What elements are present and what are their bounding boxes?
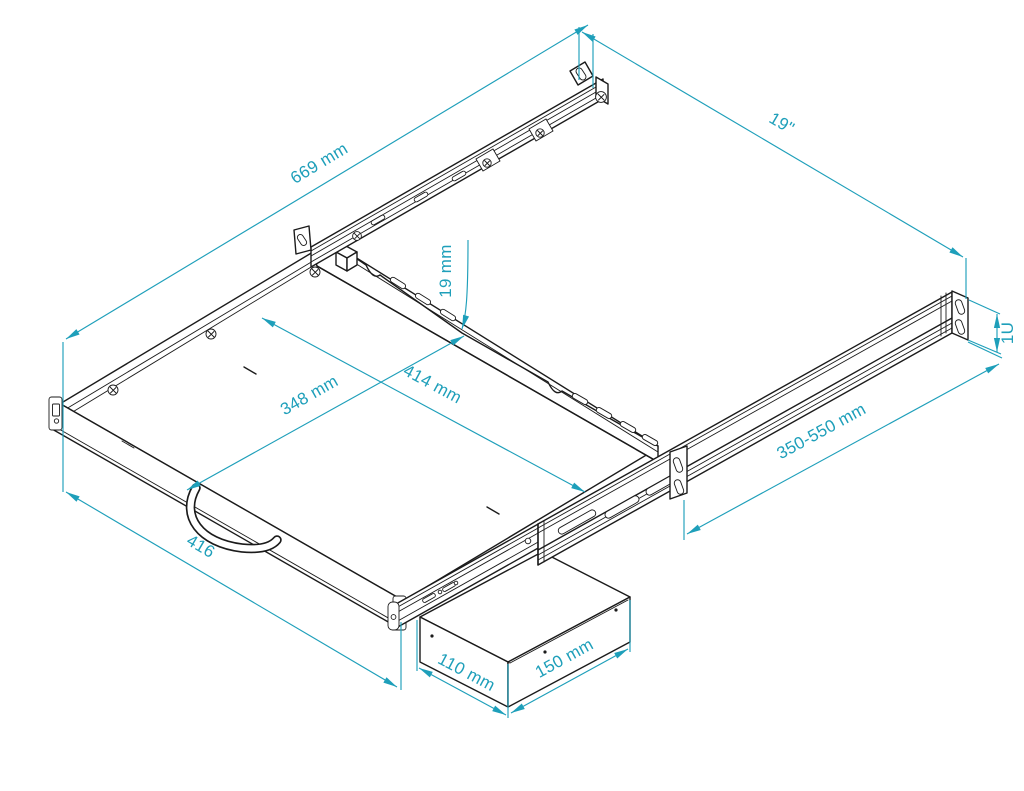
rack-ear-bracket-rear: [951, 290, 969, 341]
front-rail-left-cap: [48, 396, 63, 431]
rail-joint: [537, 520, 545, 566]
rear-rail-front-ear: [293, 225, 312, 255]
dim-label-unit-height: 1U: [998, 322, 1017, 344]
dim-label-overall-depth: 669 mm: [287, 139, 351, 188]
dimension-rack-width: 19": [581, 31, 967, 299]
dim-label-rack-width: 19": [766, 109, 798, 138]
dimension-unit-height: 1U: [967, 299, 1017, 355]
rack-ear-bracket-mid: [669, 445, 688, 500]
inner-rail-details: [422, 580, 459, 603]
rear-rail-slots: [370, 170, 467, 226]
rail-front-cap: [387, 601, 400, 631]
dim-label-rim-height: 19 mm: [436, 244, 455, 297]
rear-slide-rail: [293, 61, 609, 268]
rear-rail-rear-ear: [569, 61, 594, 86]
